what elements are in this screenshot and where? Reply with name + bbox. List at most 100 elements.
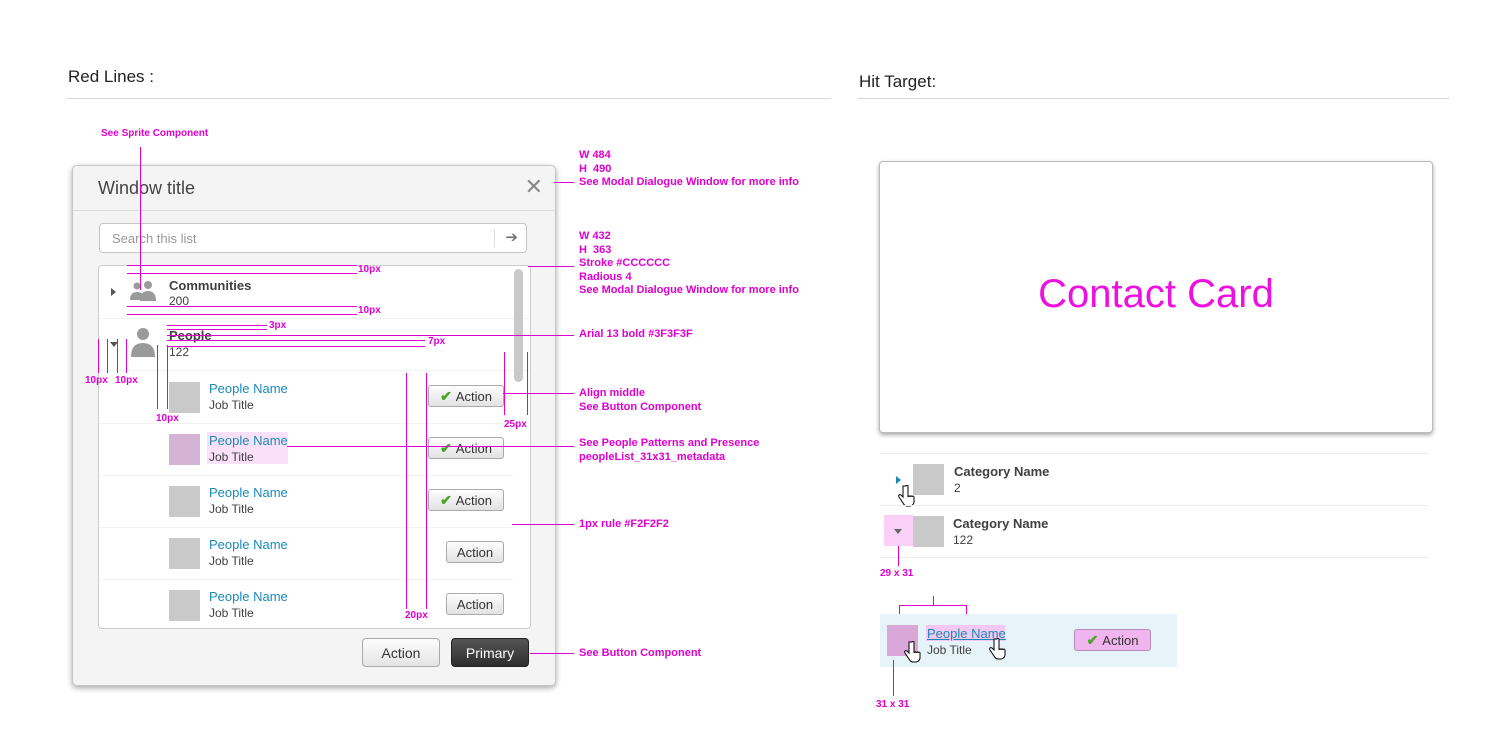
collapse-arrow-icon[interactable] [894, 529, 902, 534]
category-row[interactable]: Category Name 122 [880, 506, 1428, 557]
person-icon [131, 328, 155, 357]
person-row[interactable]: People Name Job Title ✔Action [99, 423, 513, 476]
person-job-title: Job Title [209, 554, 254, 568]
person-name-link[interactable]: People Name [209, 433, 288, 448]
category-row-communities[interactable]: Communities 200 [99, 266, 530, 319]
measure-line [157, 345, 158, 409]
action-button[interactable]: Action [446, 593, 504, 615]
primary-button[interactable]: Primary [451, 638, 529, 667]
measure-line [504, 352, 505, 415]
person-job-title: Job Title [209, 450, 254, 464]
measure-label: 10px [358, 264, 381, 275]
red-lines-divider [67, 98, 831, 99]
avatar[interactable] [169, 382, 200, 413]
measure-line [127, 265, 357, 266]
category-row[interactable]: Category Name 2 [880, 454, 1428, 507]
category-name: Communities [169, 278, 252, 293]
annotation-font: Arial 13 bold #3F3F3F [579, 328, 693, 340]
size-label-31x31: 31 x 31 [876, 699, 910, 710]
category-name: Category Name [954, 464, 1050, 479]
hand-cursor-icon [898, 485, 915, 507]
annotation-line [512, 524, 574, 525]
people-list: Communities 200 People 122 People Name J… [98, 265, 531, 629]
person-name-link[interactable]: People Name [209, 537, 288, 552]
row-divider [880, 505, 1428, 506]
person-row[interactable]: People Name Job Title ✔Action [99, 475, 513, 528]
collapse-arrow-icon[interactable] [110, 342, 118, 347]
measure-line [167, 329, 267, 330]
avatar[interactable] [169, 590, 200, 621]
annotation-people-patterns: See People Patterns and Presence peopleL… [579, 437, 760, 463]
action-button-label: Action [455, 440, 492, 456]
search-input[interactable] [112, 231, 482, 246]
category-row-people[interactable]: People 122 [99, 318, 530, 371]
expand-arrow-icon[interactable] [896, 476, 901, 484]
contact-card: Contact Card [879, 161, 1433, 433]
measure-line [167, 345, 168, 409]
measure-line [127, 306, 357, 307]
annotation-rule: 1px rule #F2F2F2 [579, 518, 669, 530]
hit-target-title: Hit Target: [859, 72, 937, 91]
avatar [913, 516, 944, 547]
hit-area-highlight [207, 432, 288, 464]
person-name-link[interactable]: People Name [209, 381, 288, 396]
contact-card-label: Contact Card [1038, 272, 1274, 316]
person-job-title: Job Title [927, 643, 972, 657]
annotation-line [898, 546, 899, 566]
measure-label: 10px [156, 413, 179, 424]
measure-label: 10px [85, 375, 108, 386]
category-name: Category Name [953, 516, 1049, 531]
avatar[interactable] [169, 434, 200, 465]
annotation-align: Align middle See Button Component [579, 387, 702, 413]
person-row[interactable]: People Name Job Title Action [99, 579, 513, 628]
measure-line [426, 373, 427, 609]
size-label-29x31: 29 x 31 [880, 568, 914, 579]
person-job-title: Job Title [209, 398, 254, 412]
action-button[interactable]: ✔Action [1074, 629, 1151, 651]
hand-cursor-icon [989, 638, 1006, 660]
annotation-line [528, 266, 574, 267]
annotation-line [899, 605, 967, 606]
annotation-line [503, 393, 574, 394]
search-arrow-icon[interactable]: ➔ [505, 229, 518, 246]
person-name-link[interactable]: People Name [209, 485, 288, 500]
action-button[interactable]: Action [446, 541, 504, 563]
close-icon[interactable]: ✕ [524, 174, 543, 199]
measure-label: 10px [358, 305, 381, 316]
category-count: 200 [169, 294, 190, 308]
annotation-line [167, 335, 574, 336]
checkmark-icon: ✔ [1086, 631, 1099, 648]
annotation-line [893, 660, 894, 696]
annotation-modal-size: W 484 H 490 See Modal Dialogue Window fo… [579, 149, 799, 188]
avatar[interactable] [169, 538, 200, 569]
category-count: 2 [954, 481, 961, 495]
modal-title: Window title [98, 178, 196, 198]
person-name-link[interactable]: People Name [209, 589, 288, 604]
search-box: ➔ [99, 223, 527, 253]
red-lines-title: Red Lines : [68, 67, 154, 86]
scrollbar-thumb[interactable] [514, 269, 523, 382]
measure-line [107, 339, 108, 373]
action-button[interactable]: ✔Action [428, 385, 504, 407]
annotation-sprite: See Sprite Component [101, 128, 209, 139]
search-divider [494, 229, 495, 247]
measure-line [98, 339, 99, 373]
person-name-link[interactable]: People Name [927, 626, 1006, 641]
measure-label: 10px [115, 375, 138, 386]
action-button[interactable]: ✔Action [428, 437, 504, 459]
checkmark-icon: ✔ [440, 439, 452, 456]
person-row[interactable]: People Name Job Title ✔Action [880, 614, 1177, 667]
row-divider [880, 453, 1428, 454]
action-button[interactable]: ✔Action [428, 489, 504, 511]
avatar[interactable] [169, 486, 200, 517]
row-divider [880, 557, 1428, 558]
measure-line [527, 352, 528, 415]
person-row[interactable]: People Name Job Title Action [99, 527, 513, 580]
annotation-line [933, 596, 934, 605]
expand-arrow-icon[interactable] [111, 288, 116, 296]
measure-line [127, 314, 357, 315]
checkmark-icon: ✔ [440, 387, 452, 404]
action-button-footer[interactable]: Action [362, 638, 440, 667]
person-row[interactable]: People Name Job Title ✔Action [99, 371, 513, 424]
modal-window: Window title ✕ ➔ Communities 200 People … [72, 165, 556, 686]
